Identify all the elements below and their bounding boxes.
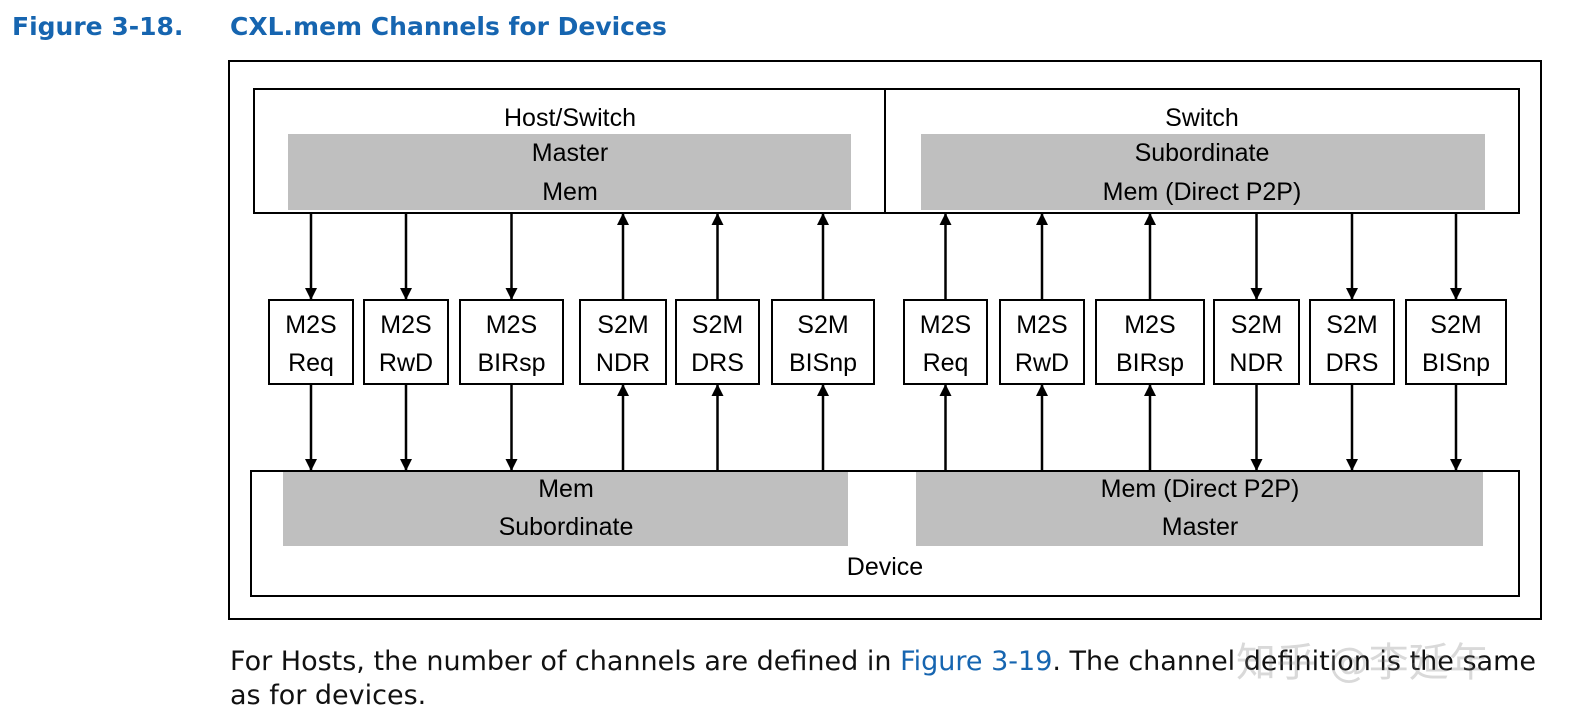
figure-title: CXL.mem Channels for Devices [230,12,667,41]
host-master-mem-block [288,134,851,210]
host-master-type: Mem [542,178,598,206]
channel-box-s2m-bisnp [1405,299,1507,385]
channel-box-m2s-rwd [999,299,1085,385]
device-right-line2: Master [1162,513,1238,541]
channel-type-label: S2M [1326,311,1377,339]
device-mem-master-block [916,472,1483,546]
channel-box-m2s-rwd [363,299,449,385]
channel-type-label: S2M [597,311,648,339]
host-master-role: Master [532,139,608,167]
paragraph-text-start: For Hosts, the number of channels are de… [230,646,901,677]
switch-subordinate-role: Subordinate [1135,139,1270,167]
channel-name-label: RwD [379,349,433,377]
channel-name-label: Req [288,349,334,377]
switch-subordinate-type: Mem (Direct P2P) [1103,178,1302,206]
channel-type-label: S2M [1231,311,1282,339]
channel-name-label: BISnp [789,349,857,377]
paragraph-text-end: . The channel definition is the same as … [230,646,1537,711]
figure-3-19-link[interactable]: Figure 3-19 [900,646,1053,677]
device-mem-subordinate-block [283,472,848,546]
channel-box-m2s-birsp [1095,299,1205,385]
switch-subordinate-mem-block [921,134,1485,210]
body-paragraph: For Hosts, the number of channels are de… [230,645,1550,713]
channel-name-label: BIRsp [1116,349,1184,377]
figure-frame [228,60,1542,620]
channel-type-label: M2S [1124,311,1175,339]
host-switch-label: Host/Switch [504,104,636,132]
channel-name-label: NDR [596,349,650,377]
channel-name-label: DRS [691,349,744,377]
channel-name-label: Req [923,349,969,377]
device-left-line2: Subordinate [499,513,634,541]
channel-type-label: M2S [1016,311,1067,339]
channel-name-label: BISnp [1422,349,1490,377]
channel-name-label: NDR [1229,349,1283,377]
channel-box-m2s-birsp [459,299,564,385]
channel-type-label: S2M [797,311,848,339]
channel-box-s2m-ndr [579,299,667,385]
channel-type-label: M2S [285,311,336,339]
channel-type-label: S2M [692,311,743,339]
channel-group: M2S Req M2S RwD M2S BIRsp S2M NDR S2M DRS S2M BISnp… [268,213,1507,471]
channel-box-s2m-drs [675,299,760,385]
channel-name-label: RwD [1015,349,1069,377]
channel-type-label: M2S [486,311,537,339]
device-label: Device [847,553,923,581]
channel-type-label: S2M [1430,311,1481,339]
device-left-line1: Mem [538,475,594,503]
device-right-line1: Mem (Direct P2P) [1101,475,1300,503]
channel-name-label: BIRsp [477,349,545,377]
channel-box-s2m-drs [1309,299,1395,385]
figure-number: Figure 3-18. [12,12,184,41]
channel-name-label: DRS [1326,349,1379,377]
channel-type-label: M2S [920,311,971,339]
channel-type-label: M2S [380,311,431,339]
switch-label: Switch [1165,104,1239,132]
